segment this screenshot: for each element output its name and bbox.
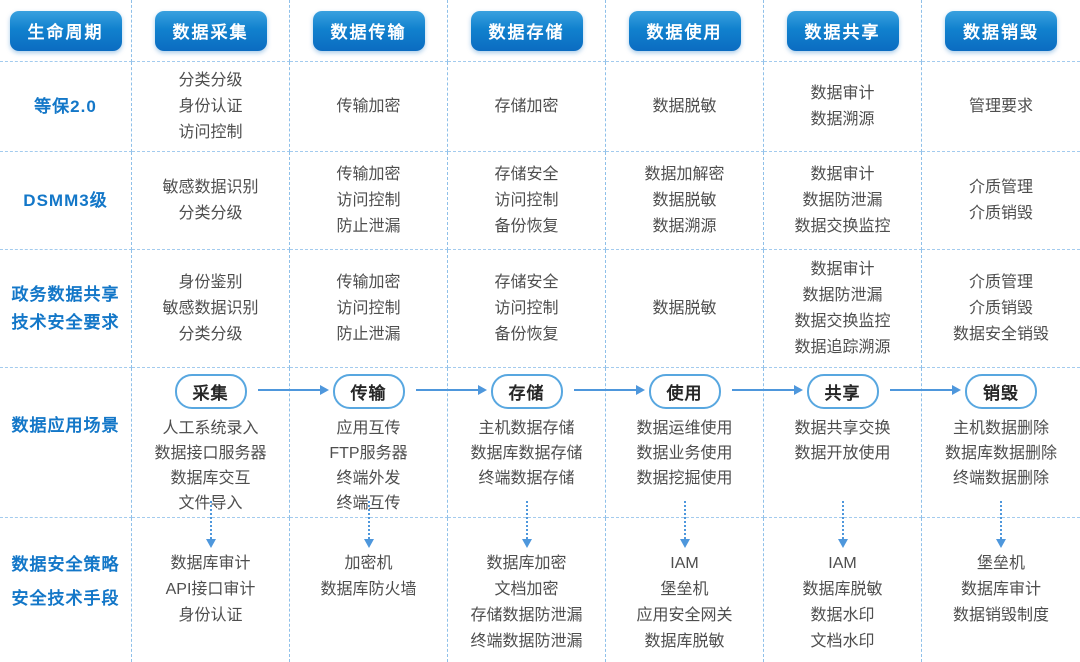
cell-text: 存储安全 访问控制 备份恢复 (494, 273, 559, 343)
cell-dsmm-transmission: 传输加密 访问控制 防止泄漏 (290, 152, 448, 250)
stage-pill-collection: 采集 (174, 374, 247, 409)
header-pill-destruction: 数据销毁 (945, 10, 1057, 51)
row-label-dengbao: 等保2.0 (34, 96, 97, 116)
down-arrow-sharing (838, 501, 848, 548)
stage-list-sharing: 数据共享交换 数据开放使用 (794, 420, 891, 462)
cell-text: 数据脱敏 (652, 97, 717, 115)
cell-dsmm-sharing: 数据审计 数据防泄漏 数据交换监控 (764, 152, 922, 250)
stage-pill-transmission: 传输 (332, 374, 405, 409)
cell-text: 数据审计 数据溯源 (810, 84, 875, 128)
header-pill-storage: 数据存储 (470, 10, 583, 51)
cell-dengbao-usage: 数据脱敏 (606, 62, 764, 152)
header-cell-destruction: 数据销毁 (922, 0, 1080, 62)
flow-arrow-sharing-to-destruction (890, 385, 961, 395)
cell-text: 存储加密 (494, 97, 559, 115)
down-arrow-destruction (996, 501, 1006, 548)
cell-security-usage: IAM 堡垒机 应用安全网关 数据库脱敏 (606, 518, 764, 662)
header-pill-transmission: 数据传输 (312, 10, 425, 51)
cell-text: IAM 数据库脱敏 数据水印 文档水印 (802, 555, 883, 650)
cell-security-collection: 数据库审计 API接口审计 身份认证 (132, 518, 290, 662)
row-label-cell-scenarios: 数据应用场景 (0, 368, 132, 518)
stage-pill-sharing: 共享 (806, 374, 879, 409)
cell-text: 数据库审计 API接口审计 身份认证 (165, 555, 256, 624)
cell-dsmm-destruction: 介质管理 介质销毁 (922, 152, 1080, 250)
flow-arrow-usage-to-sharing (732, 385, 803, 395)
cell-text: 介质管理 介质销毁 数据安全销毁 (952, 273, 1049, 343)
cell-text: 数据脱敏 (652, 299, 717, 317)
cell-dsmm-collection: 敏感数据识别 分类分级 (132, 152, 290, 250)
cell-text: 数据库加密 文档加密 存储数据防泄漏 终端数据防泄漏 (470, 555, 583, 650)
cell-text: 数据审计 数据防泄漏 数据交换监控 数据追踪溯源 (794, 260, 891, 356)
cell-text: IAM 堡垒机 应用安全网关 数据库脱敏 (636, 555, 733, 650)
row-label-dsmm: DSMM3级 (23, 190, 108, 210)
cell-security-storage: 数据库加密 文档加密 存储数据防泄漏 终端数据防泄漏 (448, 518, 606, 662)
row-label-scenarios: 数据应用场景 (11, 416, 120, 435)
down-arrow-transmission (364, 501, 374, 548)
cell-text: 传输加密 访问控制 防止泄漏 (336, 273, 401, 343)
cell-text: 存储安全 访问控制 备份恢复 (494, 165, 559, 235)
header-cell-storage: 数据存储 (448, 0, 606, 62)
down-arrow-storage (522, 501, 532, 548)
stage-list-collection: 人工系统录入 数据接口服务器 数据库交互 文件导入 (154, 420, 267, 512)
header-pill-sharing: 数据共享 (786, 10, 899, 51)
cell-gov-storage: 存储安全 访问控制 备份恢复 (448, 250, 606, 368)
cell-text: 传输加密 (336, 97, 401, 115)
header-cell-collection: 数据采集 (132, 0, 290, 62)
cell-dengbao-collection: 分类分级 身份认证 访问控制 (132, 62, 290, 152)
cell-text: 敏感数据识别 分类分级 (162, 178, 259, 222)
row-label-cell-security: 数据安全策略 安全技术手段 (0, 518, 132, 662)
down-arrow-collection (206, 501, 216, 548)
cell-dengbao-storage: 存储加密 (448, 62, 606, 152)
header-pill-collection: 数据采集 (154, 10, 267, 51)
header-cell-usage: 数据使用 (606, 0, 764, 62)
cell-dengbao-sharing: 数据审计 数据溯源 (764, 62, 922, 152)
row-label-cell-gov-share: 政务数据共享 技术安全要求 (0, 250, 132, 368)
stage-list-destruction: 主机数据删除 数据库数据删除 终端数据删除 (944, 420, 1057, 487)
cell-security-sharing: IAM 数据库脱敏 数据水印 文档水印 (764, 518, 922, 662)
flow-arrow-transmission-to-storage (416, 385, 487, 395)
cell-text: 数据加解密 数据脱敏 数据溯源 (644, 165, 725, 235)
stage-list-storage: 主机数据存储 数据库数据存储 终端数据存储 (470, 420, 583, 487)
cell-text: 管理要求 (968, 97, 1033, 115)
cell-text: 数据审计 数据防泄漏 数据交换监控 (794, 165, 891, 235)
cell-text: 加密机 数据库防火墙 (320, 555, 417, 598)
stage-pill-usage: 使用 (648, 374, 721, 409)
row-label-cell-dsmm: DSMM3级 (0, 152, 132, 250)
header-cell-transmission: 数据传输 (290, 0, 448, 62)
cell-gov-usage: 数据脱敏 (606, 250, 764, 368)
cell-gov-sharing: 数据审计 数据防泄漏 数据交换监控 数据追踪溯源 (764, 250, 922, 368)
flow-arrow-storage-to-usage (574, 385, 645, 395)
cell-dsmm-usage: 数据加解密 数据脱敏 数据溯源 (606, 152, 764, 250)
flow-arrow-collection-to-transmission (258, 385, 329, 395)
header-cell-sharing: 数据共享 (764, 0, 922, 62)
cell-security-transmission: 加密机 数据库防火墙 (290, 518, 448, 662)
row-label-security: 数据安全策略 安全技术手段 (11, 555, 120, 608)
cell-dengbao-transmission: 传输加密 (290, 62, 448, 152)
cell-text: 分类分级 身份认证 访问控制 (178, 71, 243, 141)
cell-security-destruction: 堡垒机 数据库审计 数据销毁制度 (922, 518, 1080, 662)
cell-text: 身份鉴别 敏感数据识别 分类分级 (162, 273, 259, 343)
stage-pill-storage: 存储 (490, 374, 563, 409)
header-pill-lifecycle: 生命周期 (9, 10, 122, 51)
stage-pill-destruction: 销毁 (965, 374, 1037, 409)
cell-dengbao-destruction: 管理要求 (922, 62, 1080, 152)
cell-gov-collection: 身份鉴别 敏感数据识别 分类分级 (132, 250, 290, 368)
cell-dsmm-storage: 存储安全 访问控制 备份恢复 (448, 152, 606, 250)
row-label-cell-dengbao: 等保2.0 (0, 62, 132, 152)
cell-text: 堡垒机 数据库审计 数据销毁制度 (952, 555, 1049, 624)
down-arrow-usage (680, 501, 690, 548)
cell-scenario-storage: 存储 主机数据存储 数据库数据存储 终端数据存储 (448, 368, 606, 518)
cell-gov-destruction: 介质管理 介质销毁 数据安全销毁 (922, 250, 1080, 368)
stage-list-transmission: 应用互传 FTP服务器 终端外发 终端互传 (329, 420, 408, 512)
cell-text: 介质管理 介质销毁 (968, 178, 1033, 222)
cell-gov-transmission: 传输加密 访问控制 防止泄漏 (290, 250, 448, 368)
header-cell-lifecycle: 生命周期 (0, 0, 132, 62)
cell-text: 传输加密 访问控制 防止泄漏 (336, 165, 401, 235)
header-pill-usage: 数据使用 (628, 10, 741, 51)
row-label-gov-share: 政务数据共享 技术安全要求 (11, 284, 120, 332)
cell-scenario-collection: 采集 人工系统录入 数据接口服务器 数据库交互 文件导入 (132, 368, 290, 518)
stage-list-usage: 数据运维使用 数据业务使用 数据挖掘使用 (636, 420, 733, 487)
